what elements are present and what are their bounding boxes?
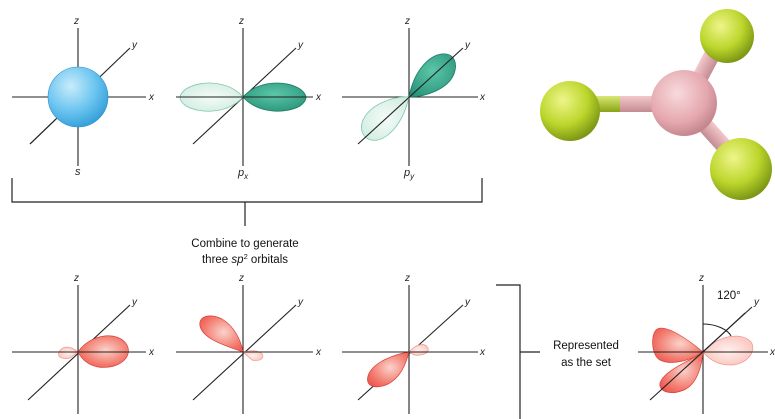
outer-atom-left xyxy=(540,81,600,141)
py-orbital-panel: z y x py xyxy=(342,16,486,181)
y-axis-label: y xyxy=(464,297,471,308)
s-orbital-caption: s xyxy=(75,166,81,178)
x-axis-label: x xyxy=(769,347,775,358)
sp2-orbital-panel-2: z y x xyxy=(176,273,322,414)
s-orbital-sphere xyxy=(48,67,108,127)
combine-text-line2: three sp2 orbitals xyxy=(202,252,288,266)
z-axis-label: z xyxy=(238,16,244,27)
outer-atom-lower xyxy=(710,138,772,200)
z-axis-label: z xyxy=(698,273,704,284)
combine-text-line1: Combine to generate xyxy=(191,238,298,250)
combine-bracket xyxy=(12,178,482,226)
sp2-large-lobe xyxy=(367,352,409,387)
y-axis-label: y xyxy=(297,40,304,51)
sp2-orbital-panel-1: z y x xyxy=(12,273,155,414)
sp2-small-lobe xyxy=(59,347,78,359)
trigonal-planar-molecule-model xyxy=(540,9,772,200)
z-axis-label: z xyxy=(404,273,410,284)
sp2-orbital-set-panel: 120° z y x xyxy=(638,273,775,414)
represented-text-line2: as the set xyxy=(561,357,612,369)
s-orbital-panel: z y x s xyxy=(12,16,155,178)
outer-atom-upper xyxy=(700,9,754,63)
y-axis-label: y xyxy=(131,40,138,51)
py-orbital-caption: py xyxy=(403,167,415,181)
central-atom xyxy=(651,70,717,136)
sp2-orbital-panel-3: z y x xyxy=(342,273,486,414)
x-axis-label: x xyxy=(148,92,155,103)
y-axis-label: y xyxy=(297,297,304,308)
px-orbital-caption: px xyxy=(237,167,249,181)
angle-label: 120° xyxy=(717,290,741,302)
px-orbital-panel: z y x px xyxy=(176,16,322,181)
sp2-small-lobe xyxy=(409,345,428,356)
z-axis-label: z xyxy=(404,16,410,27)
represented-text-line1: Represented xyxy=(553,340,619,352)
x-axis-label: x xyxy=(479,92,486,103)
x-axis-label: x xyxy=(479,347,486,358)
y-axis-label: y xyxy=(753,297,760,308)
x-axis-label: x xyxy=(315,347,322,358)
z-axis-label: z xyxy=(73,273,79,284)
y-axis-label: y xyxy=(131,297,138,308)
y-axis-label: y xyxy=(464,40,471,51)
z-axis-label: z xyxy=(238,273,244,284)
sp2-large-lobe xyxy=(200,316,243,352)
sp2-set-lobe-right xyxy=(703,336,753,365)
set-bracket xyxy=(496,285,540,419)
x-axis-label: x xyxy=(148,347,155,358)
x-axis-label: x xyxy=(315,92,322,103)
z-axis-label: z xyxy=(73,16,79,27)
